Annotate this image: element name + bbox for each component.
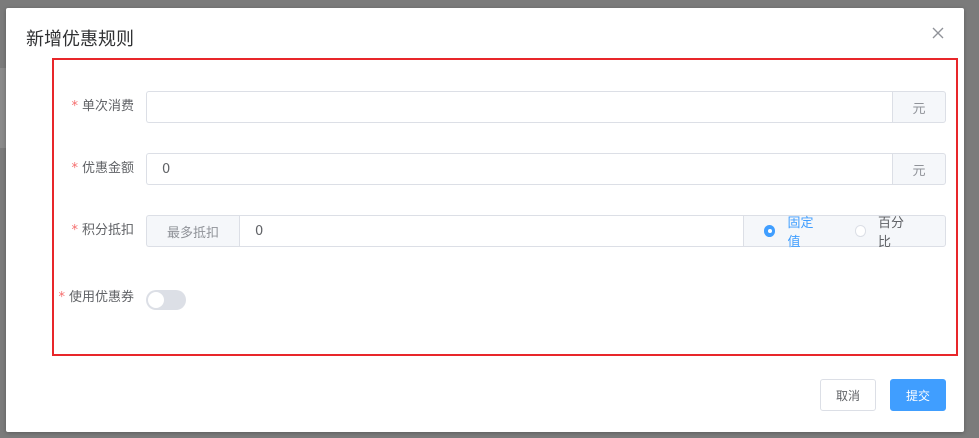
deduction-type-radio-group: 固定值 百分比 [743,212,946,250]
toggle-knob [148,292,164,308]
highlight-annotation-box [52,58,958,356]
form-row-points-deduction: *积分抵扣 最多抵扣 固定值 百分比 [6,212,964,250]
required-mark: * [71,99,78,114]
radio-fixed-value[interactable]: 固定值 [764,212,825,250]
points-deduction-input-group: 最多抵扣 固定值 百分比 [146,212,946,250]
radio-checked-icon [764,225,776,237]
single-spend-unit: 元 [892,91,946,123]
radio-percentage[interactable]: 百分比 [854,212,916,250]
single-spend-input[interactable] [146,91,892,123]
required-mark: * [71,223,78,238]
discount-amount-unit: 元 [892,153,946,185]
close-icon[interactable] [930,25,946,41]
dialog-title: 新增优惠规则 [26,29,134,50]
submit-button[interactable]: 提交 [890,379,946,411]
required-mark: * [71,161,78,176]
discount-amount-input[interactable] [146,153,892,185]
points-deduction-input[interactable] [239,215,743,247]
points-deduction-label: *积分抵扣 [71,223,134,238]
discount-amount-input-group: 元 [146,153,946,185]
discount-amount-label: *优惠金额 [71,161,134,176]
form-row-use-coupon: *使用优惠券 [6,282,964,314]
radio-unchecked-icon [854,225,866,237]
use-coupon-label: *使用优惠券 [58,290,134,305]
single-spend-label: *单次消费 [71,99,134,114]
max-deduction-prefix: 最多抵扣 [146,215,239,247]
cancel-button[interactable]: 取消 [820,379,876,411]
use-coupon-toggle[interactable] [146,290,186,310]
form-row-discount-amount: *优惠金额 元 [6,153,964,185]
single-spend-input-group: 元 [146,91,946,123]
background-panel-edge [0,68,6,148]
required-mark: * [58,290,65,305]
add-discount-rule-dialog: 新增优惠规则 *单次消费 元 *优惠金额 元 *积分抵扣 最多抵扣 [6,8,964,432]
form-row-single-spend: *单次消费 元 [6,91,964,123]
